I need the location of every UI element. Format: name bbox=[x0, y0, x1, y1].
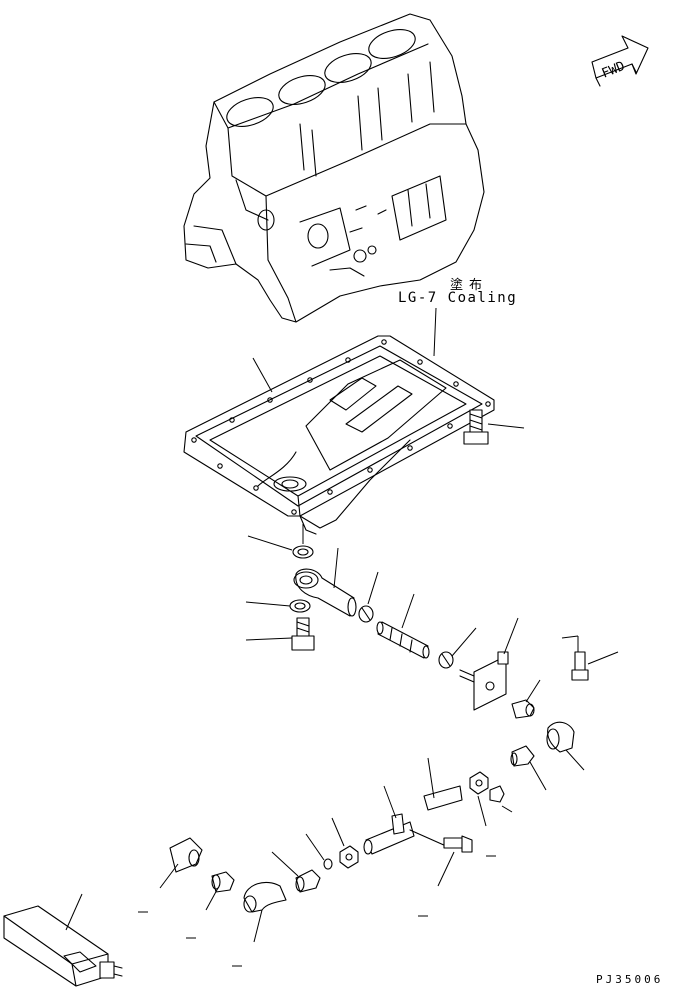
connector-2 bbox=[511, 746, 546, 790]
oil-pan bbox=[184, 308, 494, 534]
curved-hose bbox=[244, 882, 286, 942]
pipe-bolt bbox=[438, 836, 472, 886]
label-ticks bbox=[138, 856, 496, 966]
washer-lower bbox=[246, 600, 310, 612]
clamp-1 bbox=[359, 572, 378, 622]
elbow-hose bbox=[547, 722, 584, 770]
washer-upper bbox=[248, 524, 313, 558]
hose-fitting bbox=[160, 838, 202, 888]
nut-2 bbox=[332, 818, 358, 868]
pipe-with-bracket bbox=[364, 786, 446, 854]
connector-3 bbox=[490, 786, 512, 812]
clamp-2 bbox=[439, 628, 476, 668]
connector-1 bbox=[512, 680, 540, 718]
suction-pipe bbox=[294, 548, 356, 616]
connector-4 bbox=[272, 852, 320, 892]
rubber-hose-1 bbox=[377, 594, 429, 658]
oil-strainer bbox=[4, 894, 122, 986]
rubber-hose-2 bbox=[424, 758, 462, 810]
banjo-bolt bbox=[246, 618, 314, 650]
oil-pan-bolt bbox=[464, 410, 524, 444]
bracket-bolt bbox=[562, 636, 618, 680]
small-washer bbox=[306, 834, 332, 869]
bracket bbox=[460, 618, 518, 710]
connector-5 bbox=[206, 872, 234, 910]
coating-label: LG-7 Coaling bbox=[398, 290, 518, 306]
engine-block bbox=[184, 14, 484, 322]
nut-1 bbox=[470, 772, 488, 826]
drawing-code: PJ35006 bbox=[596, 973, 664, 986]
coating-label-jp: 塗布 bbox=[450, 278, 489, 293]
fwd-arrow-icon: FWD bbox=[592, 36, 648, 86]
